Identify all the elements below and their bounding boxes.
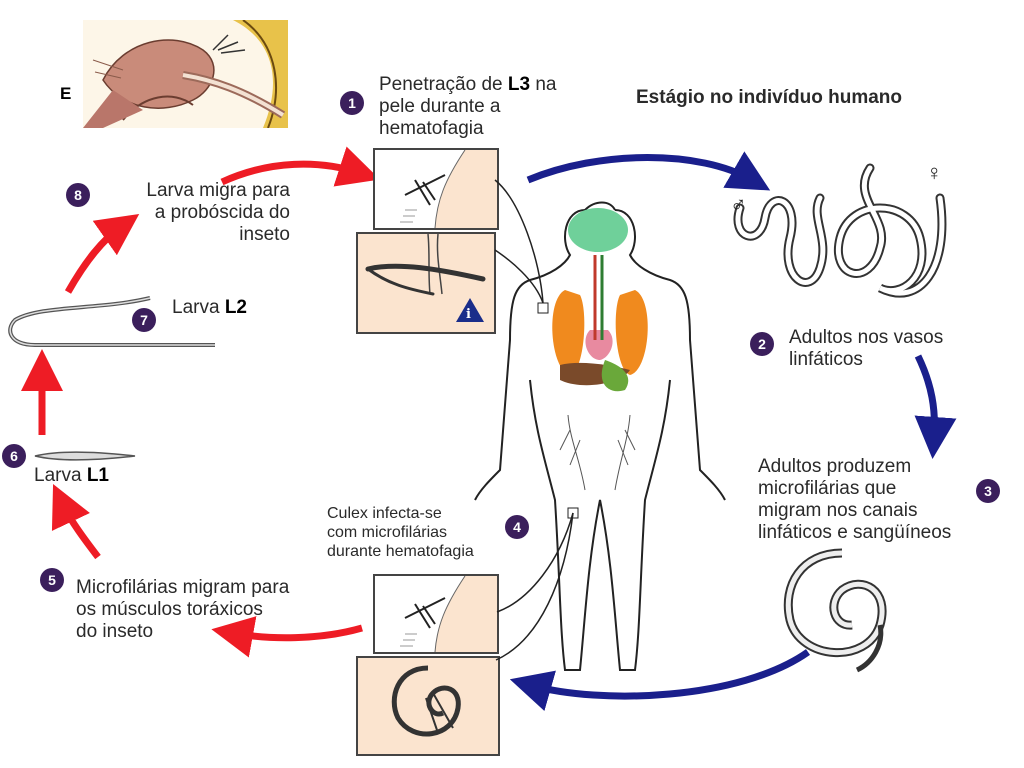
step-badge-5: 5 [40,568,64,592]
bite-panel-top [373,148,499,230]
info-icon[interactable]: i [466,307,471,322]
arrow-3-to-4 [509,649,811,711]
l1-larva-drawing [34,451,136,461]
step-7-stage: L2 [224,297,247,318]
step-badge-7: 7 [132,308,156,332]
step-1-text-before: Penetração de [379,74,508,95]
step-7-text: Larva [172,297,225,318]
mosquito-feeding-icon [400,576,497,652]
step-6-text: Larva [34,465,87,486]
arrow-1-to-2 [526,151,771,191]
step-6-stage: L1 [86,465,109,486]
step-1-text-after: na pele durante a hematofagia [379,74,557,139]
step-1-caption: Penetração de L3 na pele durante a hemat… [379,74,556,140]
male-symbol: ♂ [730,192,747,217]
larva-panel-top: i [356,232,496,334]
mosquito-head-drawing [83,20,288,128]
step-badge-3: 3 [976,479,1000,503]
step-badge-2: 2 [750,332,774,356]
mosquito-biting-icon [400,150,497,228]
arrow-8-to-1 [220,146,380,187]
step-badge-4: 4 [505,515,529,539]
step-8-caption: Larva migra para a probóscida do inseto [146,180,290,245]
step-6-caption: Larva L1 [34,465,109,487]
microfilaria-coil-drawing [391,665,461,737]
l3-larva-drawing [365,234,486,322]
step-badge-6: 6 [2,444,26,468]
arrow-4-to-5 [211,616,363,658]
microfilaria-drawing [783,548,887,673]
step-badge-1: 1 [340,91,364,115]
step-1-stage: L3 [507,74,531,95]
step-2-caption: Adultos nos vasos linfáticos [789,327,944,370]
step-3-caption: Adultos produzem microfilárias que migra… [758,456,952,543]
step-4-caption: Culex infecta-se com microfilárias duran… [327,505,474,560]
step-5-caption: Microfilárias migram para os músculos to… [76,577,290,642]
human-stage-title: Estágio no indivíduo humano [636,87,902,108]
mosquito-head-illustration [83,20,288,128]
arrow-5-to-6 [51,484,101,560]
step-badge-8: 8 [66,183,90,207]
bite-panel-bottom [373,574,499,654]
arrow-2-to-3 [914,354,957,459]
arrow-7-to-8 [64,213,140,294]
female-symbol: ♀ [926,160,943,185]
step-7-caption: Larva L2 [172,297,247,319]
human-body-figure [474,201,726,671]
l2-larva-drawing [8,296,215,347]
microfilaria-panel-bottom [356,656,500,756]
inset-label: E [60,84,72,103]
adult-worms-drawing [733,163,947,298]
